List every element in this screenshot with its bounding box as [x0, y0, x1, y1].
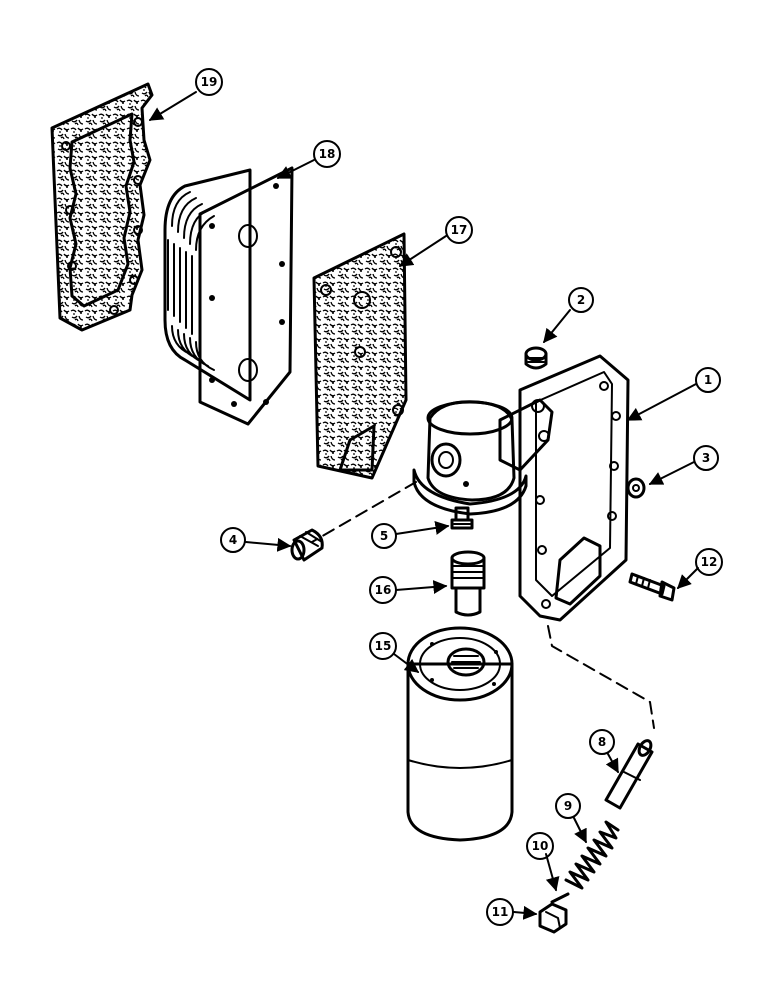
- callout-label: 9: [564, 799, 572, 813]
- callout-19: 19: [195, 68, 223, 96]
- callout-3: 3: [693, 445, 719, 471]
- callout-label: 16: [375, 583, 392, 597]
- callout-18: 18: [313, 140, 341, 168]
- plug-4-illustration: [290, 528, 324, 562]
- plug-3-illustration: [626, 477, 646, 499]
- callout-5: 5: [371, 523, 397, 549]
- callout-9: 9: [555, 793, 581, 819]
- oil-filter-15-illustration: [406, 626, 514, 842]
- callout-label: 10: [532, 839, 549, 853]
- callout-4: 4: [220, 527, 246, 553]
- callout-label: 3: [702, 451, 710, 465]
- callout-2: 2: [568, 287, 594, 313]
- callout-leaders: [148, 91, 699, 920]
- callout-label: 18: [319, 147, 336, 161]
- callout-label: 5: [380, 529, 388, 543]
- callout-label: 8: [598, 735, 606, 749]
- valve-5-illustration: [450, 506, 474, 530]
- callout-15: 15: [369, 632, 397, 660]
- callout-1: 1: [695, 367, 721, 393]
- adapter-16-illustration: [450, 550, 486, 617]
- callout-label: 19: [201, 75, 218, 89]
- callout-label: 1: [704, 373, 712, 387]
- oil-cooler-18-illustration: [163, 166, 294, 426]
- washer-10-illustration: [550, 892, 570, 904]
- callout-label: 4: [229, 533, 237, 547]
- callout-label: 11: [492, 905, 509, 919]
- callout-label: 2: [577, 293, 585, 307]
- plug-11-illustration: [538, 902, 568, 934]
- gasket-19-illustration: [50, 82, 154, 332]
- callout-label: 12: [701, 555, 718, 569]
- filter-head-1-illustration: [412, 354, 630, 622]
- callout-17: 17: [445, 216, 473, 244]
- callout-11: 11: [486, 898, 514, 926]
- callout-label: 15: [375, 639, 392, 653]
- callout-16: 16: [369, 576, 397, 604]
- gasket-17-illustration: [312, 232, 408, 480]
- spring-9-illustration: [564, 820, 620, 890]
- assembly-dashed-lines: [311, 481, 655, 729]
- relief-valve-8-illustration: [604, 739, 654, 810]
- bolt-12-illustration: [628, 572, 676, 602]
- callout-12: 12: [695, 548, 723, 576]
- callout-label: 17: [451, 223, 468, 237]
- callout-10: 10: [526, 832, 554, 860]
- callout-8: 8: [589, 729, 615, 755]
- plug-2-illustration: [524, 346, 548, 370]
